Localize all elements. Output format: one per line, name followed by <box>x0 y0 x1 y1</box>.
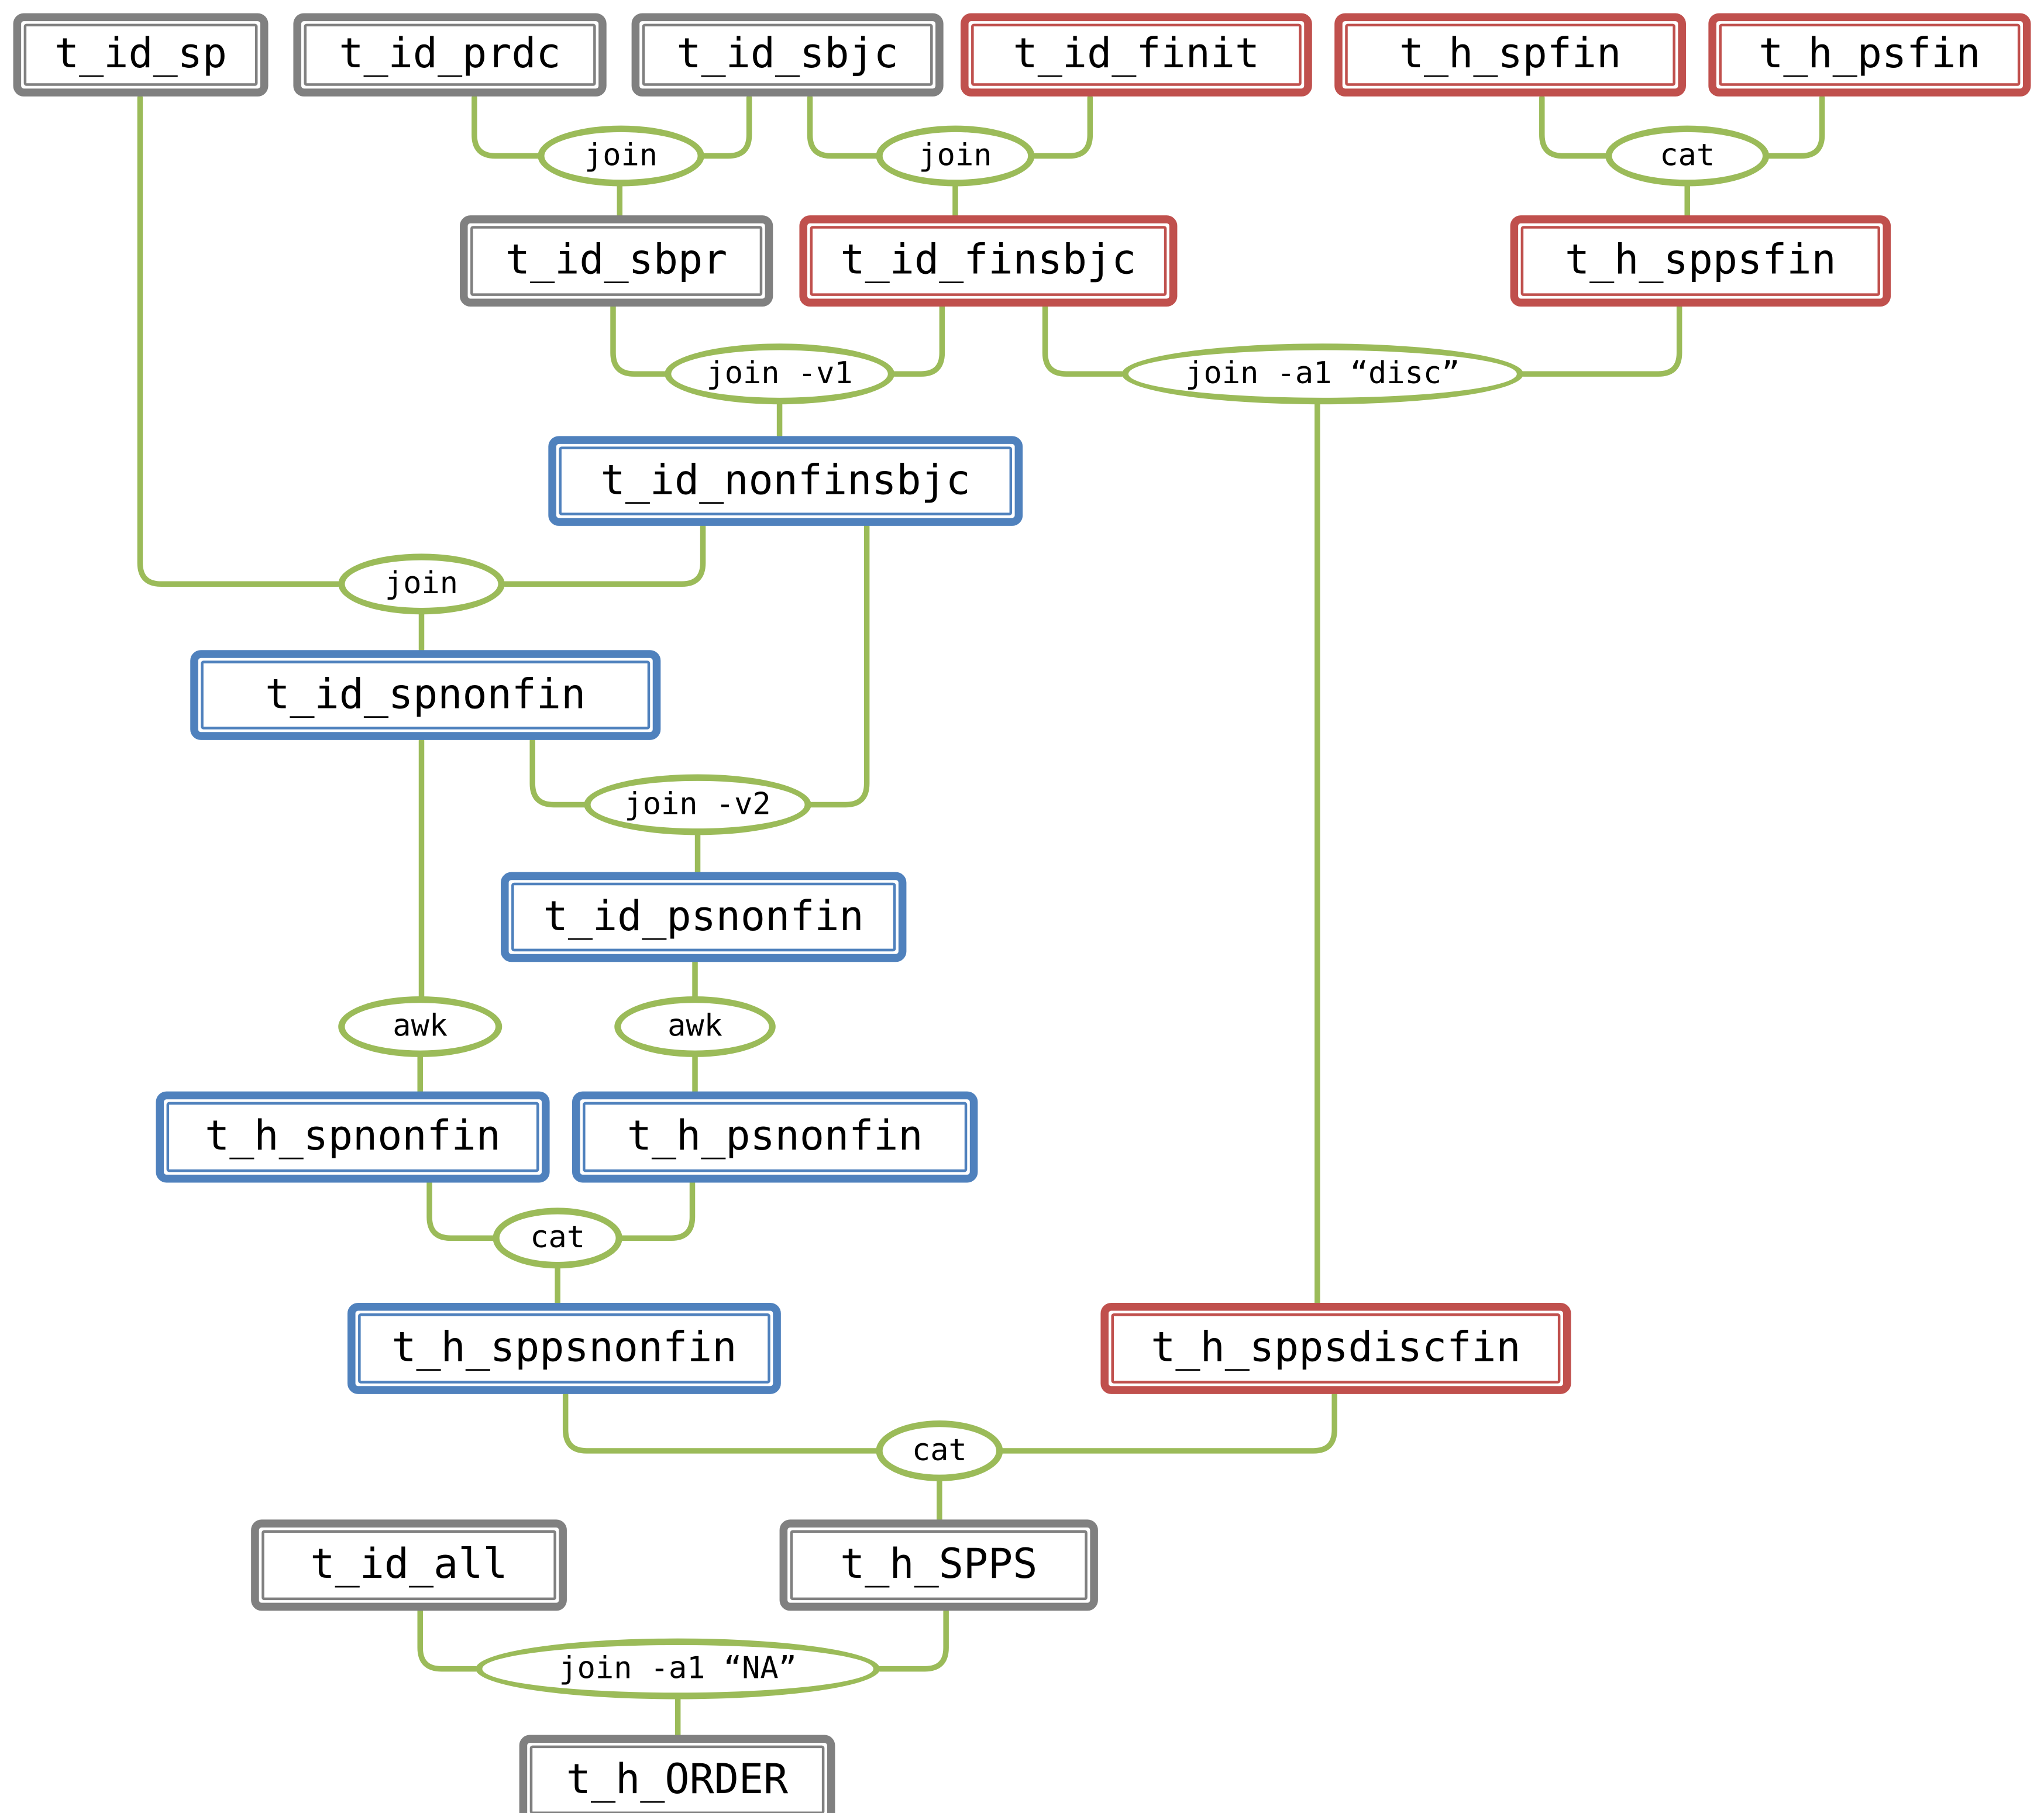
node-label: t_id_finsbjc <box>840 236 1137 284</box>
node-t-h-order: t_h_ORDER <box>519 1735 835 1813</box>
op-label: join -a1 “disc” <box>1185 356 1460 391</box>
node-label: t_id_nonfinsbjc <box>600 456 971 504</box>
op-label: join <box>584 138 658 173</box>
node-t-h-spfin: t_h_spfin <box>1334 13 1686 97</box>
node-t-id-finsbjc: t_id_finsbjc <box>799 215 1178 307</box>
op-join-sbjc-finit: join <box>876 125 1035 187</box>
node-t-h-spps: t_h_SPPS <box>779 1519 1098 1611</box>
op-label: join <box>918 138 992 173</box>
edge-nonfinsbjc-to-joinv2 <box>808 523 870 808</box>
node-label: t_h_ORDER <box>566 1755 789 1803</box>
node-t-id-sp: t_id_sp <box>13 13 269 97</box>
op-label: cat <box>911 1433 967 1468</box>
edge-spps-to-joinna <box>877 1608 949 1672</box>
op-join-v2: join -v2 <box>584 774 811 835</box>
op-label: cat <box>530 1220 586 1255</box>
op-label: cat <box>1660 138 1715 173</box>
edge-finit-to-join2 <box>1031 95 1093 159</box>
node-t-id-spnonfin: t_id_spnonfin <box>190 650 661 740</box>
edge-prdc-to-join1 <box>472 95 541 159</box>
node-label: t_h_SPPS <box>840 1540 1038 1588</box>
node-t-h-sppsnonfin: t_h_sppsnonfin <box>347 1302 781 1394</box>
edge-finsbjc-to-joinv1 <box>892 304 945 377</box>
op-awk-ps: awk <box>614 996 776 1057</box>
edge-sppsdiscfin-to-cat3 <box>1000 1391 1337 1454</box>
node-t-id-psnonfin: t_id_psnonfin <box>501 872 907 962</box>
op-cat-spps: cat <box>876 1420 1003 1481</box>
node-label: t_id_all <box>310 1540 508 1588</box>
edge-spfin-to-cat1 <box>1539 95 1608 159</box>
node-t-h-sppsdiscfin: t_h_sppsdiscfin <box>1100 1302 1571 1394</box>
node-t-h-psnonfin: t_h_psnonfin <box>572 1091 978 1183</box>
node-t-h-spnonfin: t_h_spnonfin <box>156 1091 550 1183</box>
node-label: t_h_sppsfin <box>1564 236 1836 284</box>
op-label: awk <box>667 1009 722 1044</box>
edge-all-to-joinna <box>417 1608 479 1672</box>
node-t-h-sppsfin: t_h_sppsfin <box>1510 215 1891 307</box>
edge-sppsfin-to-joindisc <box>1520 304 1682 377</box>
node-label: t_id_sbpr <box>505 236 728 284</box>
node-t-id-sbpr: t_id_sbpr <box>459 215 773 307</box>
edge-spnonfin-to-joinv2 <box>529 737 587 808</box>
node-label: t_id_spnonfin <box>265 670 586 718</box>
node-t-id-prdc: t_id_prdc <box>293 13 607 97</box>
node-label: t_h_psnonfin <box>627 1112 923 1161</box>
node-label: t_h_spfin <box>1399 30 1622 78</box>
edge-sppsnonfin-to-cat3 <box>562 1391 879 1454</box>
op-label: awk <box>393 1009 448 1044</box>
node-label: t_h_sppsdiscfin <box>1151 1324 1521 1372</box>
edge-finsbjc-to-joindisc <box>1042 304 1125 377</box>
edge-hpsnonfin-to-cat2 <box>620 1179 696 1241</box>
node-label: t_id_prdc <box>339 30 561 78</box>
op-label: join <box>384 566 459 601</box>
edge-nonfinsbjc-to-join3 <box>502 523 706 587</box>
op-label: join -a1 “NA” <box>559 1651 797 1685</box>
op-label: join -v2 <box>624 786 771 821</box>
node-label: t_id_sp <box>54 30 228 78</box>
node-label: t_h_psfin <box>1759 30 1981 78</box>
edge-psfin-to-cat1 <box>1766 95 1825 159</box>
node-label: t_id_sbjc <box>676 30 899 78</box>
edge-hspnonfin-to-cat2 <box>426 1179 496 1241</box>
op-cat-spfin-psfin: cat <box>1605 125 1770 187</box>
node-label: t_id_psnonfin <box>543 892 864 940</box>
node-t-id-finit: t_id_finit <box>961 13 1312 97</box>
op-label: join -v1 <box>706 356 853 391</box>
node-t-h-psfin: t_h_psfin <box>1708 13 2031 97</box>
node-t-id-nonfinsbjc: t_id_nonfinsbjc <box>548 436 1023 526</box>
node-t-id-sbjc: t_id_sbjc <box>631 13 944 97</box>
op-cat-nonfin: cat <box>493 1207 622 1269</box>
op-join-a1-na: join -a1 “NA” <box>476 1638 880 1700</box>
edge-sbjc-to-join2 <box>807 95 879 159</box>
op-awk-sp: awk <box>338 996 503 1057</box>
op-join-prdc-sbjc: join <box>538 125 704 187</box>
node-label: t_id_finit <box>1013 30 1260 78</box>
edge-sbpr-to-joinv1 <box>610 304 667 377</box>
edge-sbjc-to-join1 <box>701 95 752 159</box>
node-t-id-all: t_id_all <box>251 1519 567 1611</box>
node-label: t_h_spnonfin <box>205 1112 501 1161</box>
op-join-v1: join -v1 <box>665 343 895 405</box>
op-join-a1-disc: join -a1 “disc” <box>1121 343 1524 405</box>
node-label: t_h_sppsnonfin <box>391 1324 737 1372</box>
op-join-sp-nonfin: join <box>338 553 505 615</box>
edge-sp-to-join3 <box>137 95 341 587</box>
